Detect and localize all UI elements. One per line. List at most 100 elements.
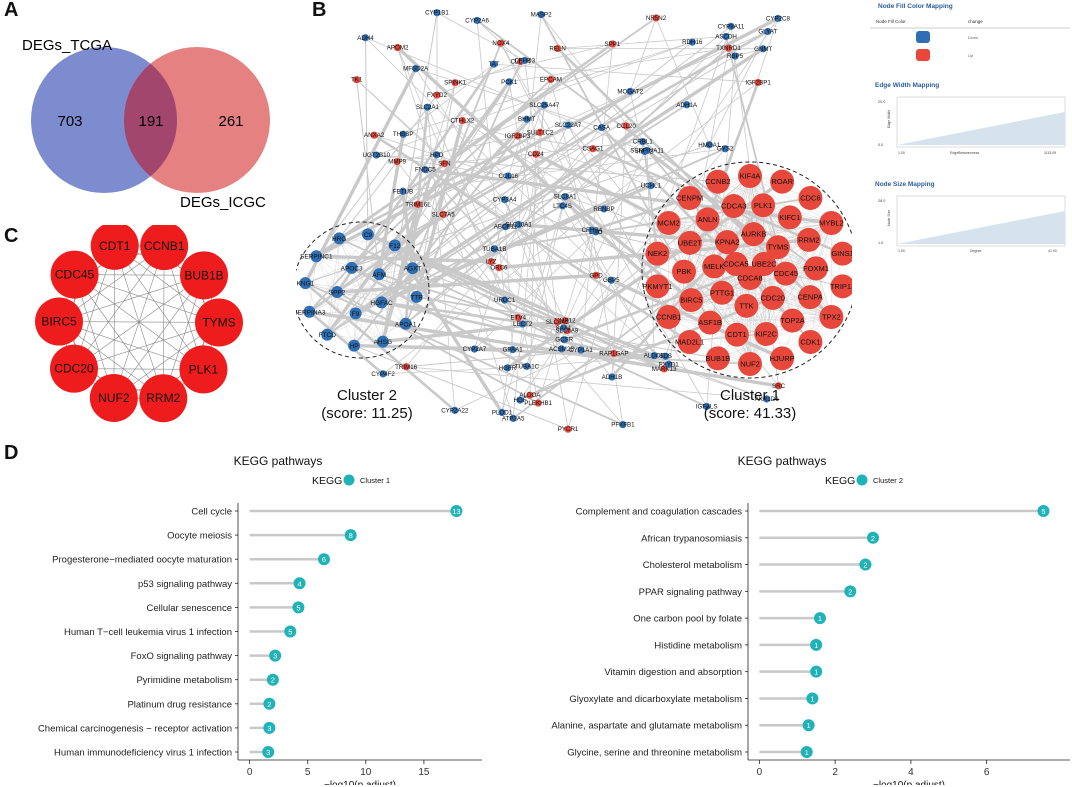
hub-node: [50, 344, 99, 393]
network-node-label: EPCAM: [540, 76, 562, 83]
network-node-label: TUBA1C: [515, 363, 540, 370]
network-node-label: CYP2C8: [766, 15, 791, 22]
network-node-label: NR5N2: [646, 15, 667, 22]
edge-legend-title: Edge Width Mapping: [875, 82, 939, 89]
kegg-legend-label: Cluster 2: [873, 476, 903, 485]
kegg-category-label: Glycine, serine and threonine metabolism: [567, 748, 742, 759]
venn-set1-label: DEGs_TCGA: [22, 37, 112, 54]
cluster1-edge: [668, 277, 751, 318]
network-node: [577, 346, 585, 354]
network-node-label: BHMT: [518, 116, 536, 123]
cluster1-edge: [668, 222, 723, 293]
network-node: [534, 399, 542, 407]
cluster1-node: [754, 321, 779, 346]
cluster2-node-label: AHSG: [374, 339, 392, 346]
network-node-label: CD24: [528, 151, 544, 158]
cluster1-node: [738, 164, 762, 188]
cluster1-node: [798, 185, 823, 210]
network-node-label: TXNRD1: [716, 45, 741, 52]
cluster2-node-label: C9: [364, 232, 373, 239]
network-node: [560, 336, 568, 344]
cluster1-node: [773, 261, 798, 286]
network-node: [370, 131, 378, 139]
cluster1-node: [760, 285, 785, 310]
kegg-lollipop-point: [810, 638, 823, 651]
network-edge: [365, 37, 645, 152]
cluster1-node-label: CDC20: [760, 293, 785, 302]
network-node: [660, 365, 668, 373]
kegg-x-label: −log10(p.adjust): [324, 780, 396, 785]
network-node: [490, 60, 498, 68]
network-edge: [416, 296, 566, 322]
cluster1-node: [679, 288, 704, 313]
network-node: [495, 264, 503, 272]
network-node-label: SLC2A1: [416, 104, 440, 111]
network-node-label: RELN: [549, 45, 566, 52]
cluster2-node: [399, 317, 412, 330]
cluster1-node: [830, 241, 852, 266]
size-legend-max: 28.0: [878, 199, 885, 203]
cluster1-node-label: CDT1: [727, 330, 747, 339]
network-node: [433, 151, 441, 159]
cluster2-node: [321, 328, 334, 341]
cluster2-node: [349, 307, 362, 320]
cluster1-node: [715, 230, 740, 255]
cluster2-node-label: APOA1: [395, 321, 417, 328]
cluster1-node-label: KIFC1: [779, 213, 800, 222]
cluster1-node-label: GINS1: [831, 249, 852, 258]
cluster2-node-label: APOC3: [341, 265, 363, 272]
kegg-count-label: 13: [452, 507, 460, 516]
kegg-lollipop-point: [317, 553, 330, 566]
network-node: [399, 130, 407, 138]
network-edge: [396, 46, 659, 288]
hub-node: [50, 250, 99, 299]
network-edge: [397, 47, 506, 301]
cluster1-node-label: MAD2L1: [675, 338, 704, 347]
network-node: [626, 87, 634, 95]
kegg-x-tick-label: 0: [757, 767, 763, 778]
size-legend-axis: Degree: [970, 249, 982, 253]
cluster1-node: [645, 274, 670, 299]
network-node-label: LECT2: [513, 321, 533, 328]
cluster1-edge: [810, 222, 832, 343]
fill-legend-title: Node Fill Color Mapping: [878, 3, 953, 10]
network-edge: [706, 82, 760, 220]
network-node-label: PCK1: [501, 79, 518, 86]
network-node-label: CRBL1: [633, 139, 654, 146]
network-edge: [403, 41, 693, 135]
cluster2-node-label: F9: [352, 311, 360, 318]
kegg-legend-key: [856, 474, 868, 486]
hub-node: [179, 345, 228, 394]
network-node: [490, 245, 499, 253]
network-node-label: CSAG1: [582, 146, 604, 153]
cluster2-edge: [336, 238, 340, 293]
edge-legend-xmax: 1115.09: [1044, 151, 1056, 155]
kegg-lollipop-point: [844, 585, 857, 598]
network-node: [519, 320, 527, 328]
network-edge: [303, 67, 418, 284]
network-node-label: IGFALS: [696, 403, 718, 410]
network-node: [608, 40, 617, 48]
network-node: [509, 414, 517, 422]
cluster1-node-label: HJURP: [770, 354, 795, 363]
network-node-label: SAA1: [556, 325, 572, 332]
network-node: [619, 421, 627, 429]
cluster1-node: [770, 169, 795, 194]
kegg-count-label: 5: [1041, 507, 1045, 516]
cluster1-node: [702, 254, 727, 279]
network-node: [393, 158, 401, 166]
network-node-label: GNMT: [754, 46, 772, 53]
network-edge: [356, 79, 437, 156]
network-node-label: RENBP: [593, 206, 614, 213]
hub-node: [89, 373, 138, 422]
network-node-label: SDS: [659, 353, 672, 360]
kegg-category-label: One carbon pool by folate: [633, 614, 742, 625]
kegg-x-tick-label: 0: [247, 767, 253, 778]
cluster1-node-label: UBE2C: [751, 260, 777, 269]
cluster2-edge: [305, 283, 328, 335]
network-node: [547, 75, 555, 84]
network-node: [514, 314, 522, 322]
cluster1-edge: [668, 316, 751, 365]
kegg-count-label: 1: [805, 748, 809, 757]
kegg-lollipop-point: [263, 697, 276, 710]
